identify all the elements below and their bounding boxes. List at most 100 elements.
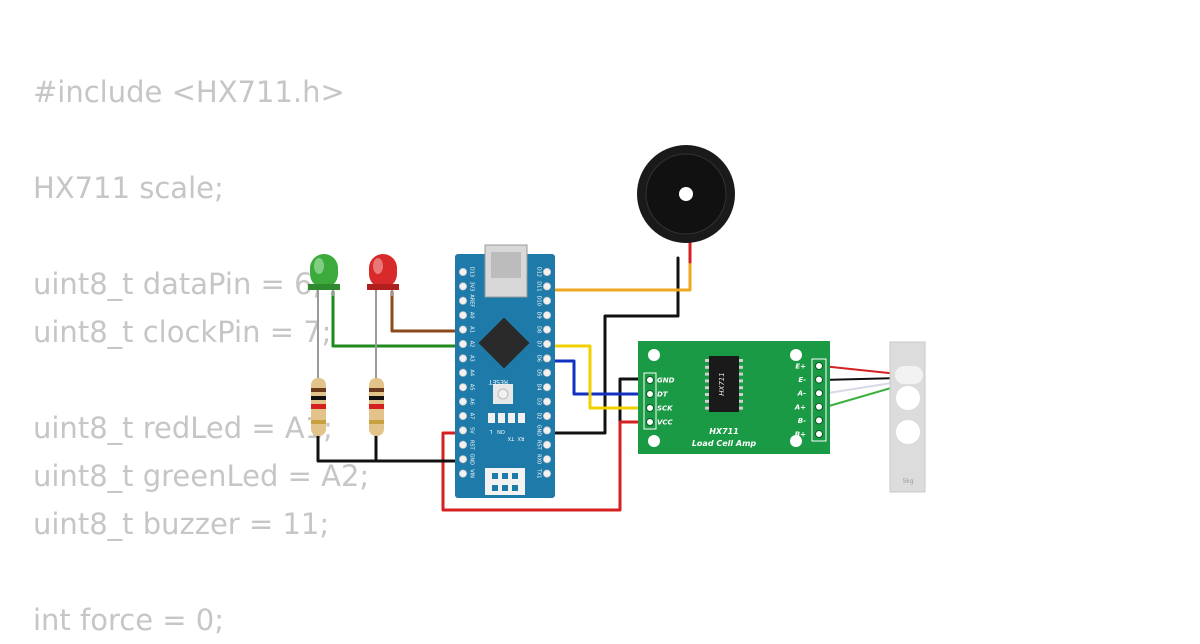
icsp-pin xyxy=(512,485,518,491)
led-label: L xyxy=(489,428,492,434)
hx711-chip xyxy=(709,356,739,412)
chip-leg xyxy=(705,365,709,369)
pin-hole[interactable] xyxy=(458,354,467,363)
hx711-pin-label: DT xyxy=(657,391,669,399)
pin-hole[interactable] xyxy=(458,311,467,320)
wire-resistor-gnd xyxy=(316,434,466,463)
pin-hole[interactable] xyxy=(458,267,467,276)
chip-leg xyxy=(739,365,743,369)
hx711-pin[interactable] xyxy=(815,362,823,370)
pin-label: GND xyxy=(469,453,475,465)
pin-label: D11 xyxy=(536,281,542,291)
wires xyxy=(316,238,899,512)
code-line: #include <HX711.h> xyxy=(33,75,345,109)
pin-hole[interactable] xyxy=(458,339,467,348)
pin-hole[interactable] xyxy=(543,267,552,276)
hx711-pin-label: VCC xyxy=(657,419,674,427)
chip-leg xyxy=(739,399,743,403)
pin-label: A4 xyxy=(469,369,475,376)
hx711-pin[interactable] xyxy=(646,404,654,412)
pin-label: RX0 xyxy=(536,454,542,464)
hx711-pin[interactable] xyxy=(646,390,654,398)
hx711-pin[interactable] xyxy=(815,389,823,398)
pin-hole[interactable] xyxy=(543,397,552,406)
pin-hole[interactable] xyxy=(543,426,552,435)
pin-hole[interactable] xyxy=(458,426,467,435)
led-label: RX xyxy=(517,435,524,441)
pin-hole[interactable] xyxy=(543,339,552,348)
icsp-pin xyxy=(502,473,508,479)
hx711-pin-label: SCK xyxy=(657,405,673,413)
hx711-pin-label: GND xyxy=(657,377,675,385)
wire-buzzer-signal xyxy=(546,256,692,292)
hx711-pin[interactable] xyxy=(815,416,823,425)
resistor-1[interactable] xyxy=(311,378,326,436)
pin-hole[interactable] xyxy=(458,383,467,392)
pin-label: 5V xyxy=(469,427,475,434)
pin-hole[interactable] xyxy=(543,455,552,464)
hx711-pin[interactable] xyxy=(815,430,823,438)
pin-hole[interactable] xyxy=(458,455,467,464)
hx711-pin[interactable] xyxy=(815,402,823,411)
wire-loadcell-green xyxy=(821,385,899,409)
pin-label: A5 xyxy=(469,384,475,391)
green-led[interactable] xyxy=(308,254,340,380)
pin-hole[interactable] xyxy=(543,354,552,363)
pin-label: RST xyxy=(469,440,475,451)
pin-hole[interactable] xyxy=(543,311,552,320)
pin-label: D8 xyxy=(536,326,542,333)
pin-hole[interactable] xyxy=(543,296,552,305)
wire-red-led xyxy=(390,290,466,333)
pin-label: D10 xyxy=(536,296,542,306)
pin-hole[interactable] xyxy=(543,282,552,291)
pin-hole[interactable] xyxy=(543,411,552,420)
resistor-2[interactable] xyxy=(369,378,384,436)
hx711-pin[interactable] xyxy=(646,376,654,384)
chip-leg xyxy=(739,393,743,396)
pin-hole[interactable] xyxy=(458,440,467,449)
hx711-pin-label: A- xyxy=(797,390,806,398)
pin-hole[interactable] xyxy=(458,282,467,291)
hx711-pin[interactable] xyxy=(646,418,654,426)
wire-loadcell-red xyxy=(821,365,899,375)
pin-label: A6 xyxy=(469,398,475,405)
hx711-pin-label: E+ xyxy=(795,363,806,371)
pin-label: D5 xyxy=(536,369,542,376)
pin-label: D12 xyxy=(536,267,542,277)
wire-hx711-vcc xyxy=(441,420,653,512)
code-line: uint8_t dataPin = 6; xyxy=(33,267,323,301)
wire-hx711-dt xyxy=(546,359,653,396)
pin-label: D2 xyxy=(536,412,542,419)
hx711-pin-label: B- xyxy=(798,417,806,425)
hx711-pin-label: E- xyxy=(798,376,806,384)
pin-hole[interactable] xyxy=(458,325,467,334)
pin-hole[interactable] xyxy=(458,469,467,478)
load-cell-label: 5kg xyxy=(902,478,913,485)
pin-hole[interactable] xyxy=(543,325,552,334)
pin-label: VIN xyxy=(469,469,475,478)
pin-hole[interactable] xyxy=(458,397,467,406)
pin-label: GND xyxy=(536,425,542,437)
hx711-pin-label: B+ xyxy=(795,431,806,439)
chip-leg xyxy=(739,386,743,390)
pin-hole[interactable] xyxy=(458,411,467,420)
pin-label: A7 xyxy=(469,413,475,420)
load-cell[interactable]: 5kg xyxy=(889,341,926,493)
pin-hole[interactable] xyxy=(543,383,552,392)
hx711-right-pins: E+E-A-A+B-B+ xyxy=(794,362,823,439)
hx711-left-pins: GND DT SCK VCC xyxy=(646,376,675,427)
red-led[interactable] xyxy=(367,254,399,380)
pin-hole[interactable] xyxy=(543,440,552,449)
wire-buzzer-gnd xyxy=(523,256,680,435)
pin-label: RST xyxy=(536,440,542,451)
pin-hole[interactable] xyxy=(458,296,467,305)
pin-hole[interactable] xyxy=(543,469,552,478)
pin-hole[interactable] xyxy=(458,368,467,377)
pin-hole[interactable] xyxy=(543,368,552,377)
buzzer[interactable] xyxy=(637,145,735,243)
hx711-pin[interactable] xyxy=(815,375,823,384)
